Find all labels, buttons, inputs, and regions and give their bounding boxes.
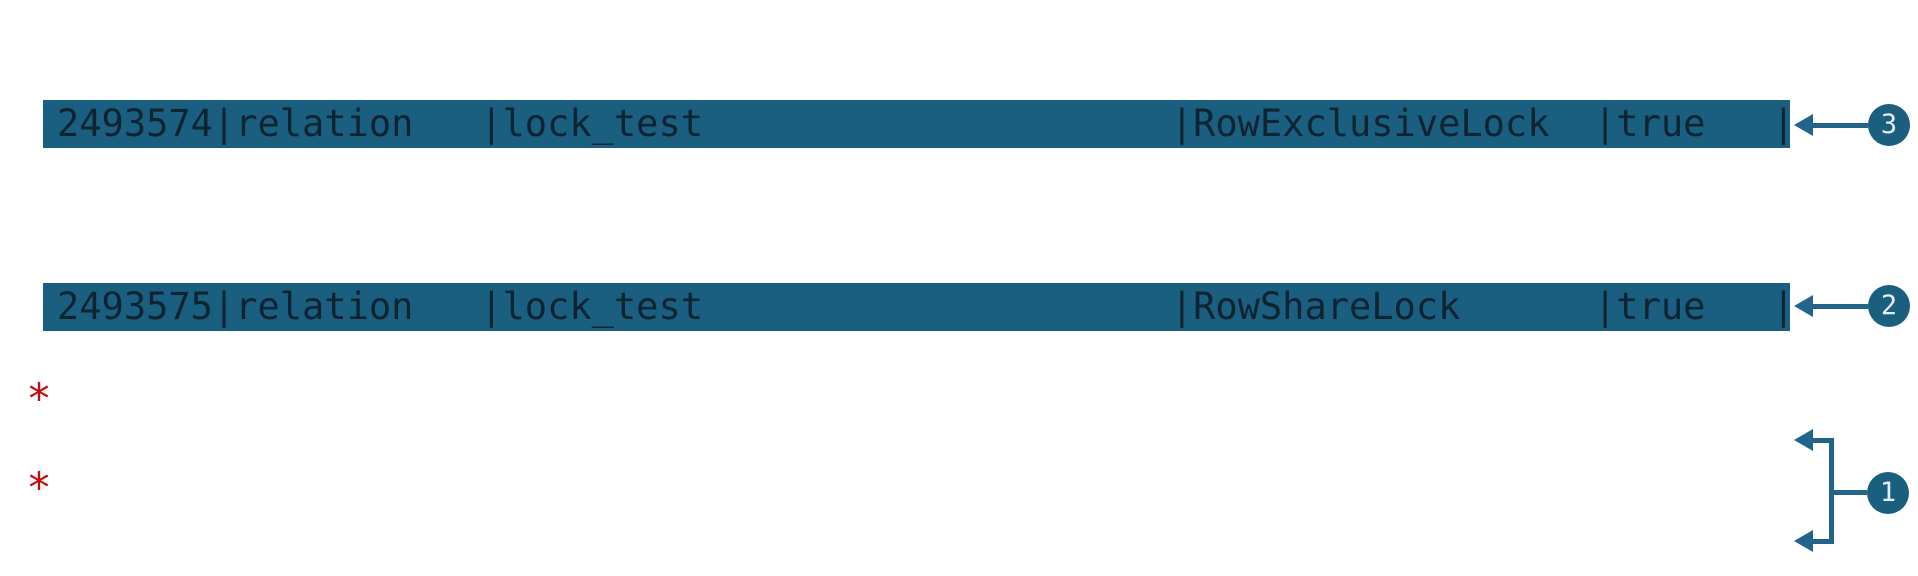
callout-1-bracket-bottom <box>1812 539 1834 544</box>
arrow-left-icon <box>1794 114 1813 136</box>
arrow-left-icon <box>1794 429 1813 451</box>
callout-2-arrow-line <box>1810 304 1868 309</box>
terminal-row-1-text: 2493574|relation |lock_test |RowExclusiv… <box>57 102 1795 145</box>
arrow-left-icon <box>1794 530 1813 552</box>
terminal-output-row-2: 2493575|relation |lock_test |RowShareLoc… <box>43 283 1795 331</box>
callout-1-bracket-top <box>1812 438 1834 443</box>
arrow-left-icon <box>1794 295 1813 317</box>
terminal-row-2-text: 2493575|relation |lock_test |RowShareLoc… <box>57 285 1795 328</box>
callout-1-bracket-vertical <box>1829 438 1834 544</box>
red-asterisk-marker-1: * <box>26 374 52 423</box>
callout-badge-1: 1 <box>1867 472 1909 514</box>
red-asterisk-marker-2: * <box>26 463 52 512</box>
callout-badge-3: 3 <box>1868 104 1910 146</box>
callout-1-bracket-connector <box>1834 490 1867 495</box>
terminal-output-row-1: 2493574|relation |lock_test |RowExclusiv… <box>43 100 1795 148</box>
callout-badge-2: 2 <box>1868 285 1910 327</box>
callout-3-arrow-line <box>1810 123 1868 128</box>
